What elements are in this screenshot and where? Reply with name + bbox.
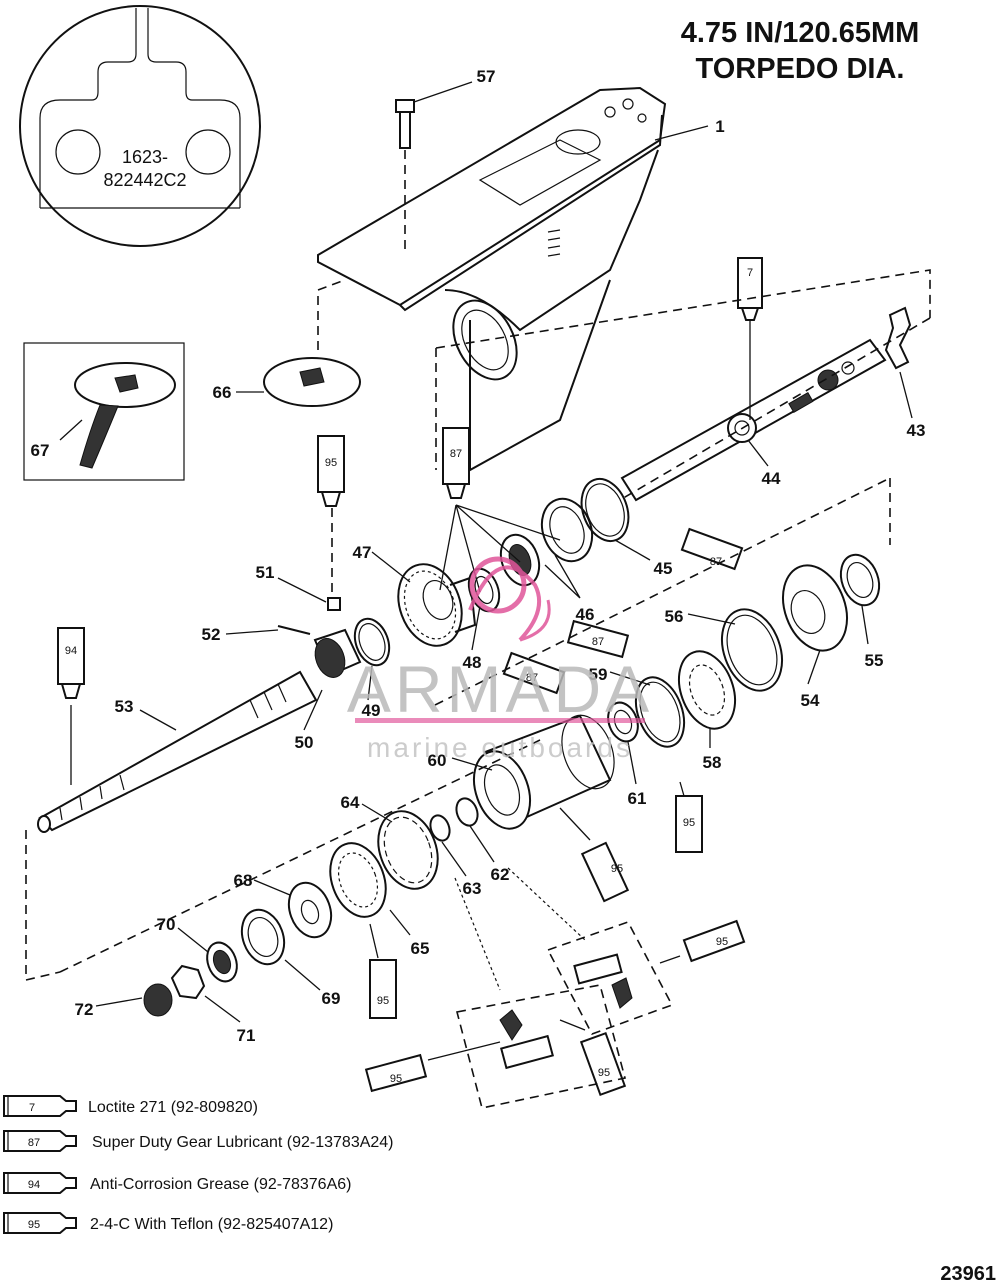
leader-lines <box>59 81 913 1023</box>
tube-label-95-bottom-mid: 95 <box>598 1067 610 1079</box>
callout-64: 65 <box>411 939 430 958</box>
tube-label-95-lower-right: 95 <box>716 936 728 948</box>
legend-text-94: Anti-Corrosion Grease (92-78376A6) <box>90 1176 351 1193</box>
tube-label-95-lower-left: 95 <box>377 995 389 1007</box>
part-61-to-72-stack <box>59 739 541 1017</box>
tube-7-top: 7 <box>737 257 763 420</box>
tube-87-mid: 87 <box>566 619 630 659</box>
detail-boxes <box>454 867 674 1109</box>
callout-61: 62 <box>491 865 510 884</box>
tube-95-bottom-left: 95 <box>364 1041 501 1093</box>
gear-housing <box>317 86 667 472</box>
watermark-brand: ARMADA <box>347 652 653 726</box>
part-65-anode <box>263 279 361 407</box>
reference-number: 23961 <box>940 1263 996 1284</box>
tube-label-7: 7 <box>747 267 753 279</box>
callout-58: 59 <box>589 665 608 684</box>
part-54-55-56 <box>434 477 891 706</box>
callout-62: 63 <box>463 879 482 898</box>
inset-detail-circle: 1623- 822442C2 <box>19 5 261 247</box>
callout-51: 51 <box>256 563 275 582</box>
callout-57: 58 <box>703 753 722 772</box>
callout-53: 53 <box>115 697 134 716</box>
callout-68: 68 <box>234 871 253 890</box>
title-line-2: TORPEDO DIA. <box>696 53 905 85</box>
callout-67: 57 <box>477 67 496 86</box>
legend-row-95: 95 2-4-C With Teflon (92-825407A12) <box>3 1212 333 1234</box>
callout-59: 60 <box>428 751 447 770</box>
legend: 7 Loctite 271 (92-809820) 87 Super Duty … <box>3 1095 394 1234</box>
callout-69: 69 <box>322 989 341 1008</box>
callout-56: 56 <box>665 607 684 626</box>
callout-70: 70 <box>157 915 176 934</box>
callout-45: 45 <box>654 559 673 578</box>
legend-row-94: 94 Anti-Corrosion Grease (92-78376A6) <box>3 1172 351 1194</box>
tube-label-95-left: 95 <box>325 457 337 469</box>
callout-47: 47 <box>353 543 372 562</box>
legend-code-7: 7 <box>29 1102 35 1114</box>
callout-72: 72 <box>75 1000 94 1019</box>
callout-60: 61 <box>628 789 647 808</box>
legend-code-94: 94 <box>28 1179 40 1191</box>
tube-label-95-bottom-left: 95 <box>390 1073 402 1085</box>
part-57-58-60 <box>607 650 737 748</box>
inset-box-part-66 <box>23 342 185 481</box>
tube-label-87-lower: 87 <box>526 672 538 684</box>
tube-95-mid: 95 <box>559 807 630 903</box>
tube-87-upper: 87 <box>439 427 561 593</box>
callout-1: 1 <box>715 117 724 136</box>
tube-87-right: 87 <box>680 527 744 571</box>
inset-part-number-1: 1623- <box>122 147 168 167</box>
tube-95-lower-left: 95 <box>369 923 397 1019</box>
legend-text-7: Loctite 271 (92-809820) <box>88 1099 258 1116</box>
tube-87-lower: 87 <box>502 651 566 695</box>
tube-95-lower-right: 95 <box>659 919 746 964</box>
part-47-forward-gear <box>397 563 477 647</box>
tube-label-95-mid: 95 <box>611 863 623 875</box>
tube-label-87-mid: 87 <box>592 636 604 648</box>
part-53-propeller-shaft <box>25 670 318 982</box>
legend-text-95: 2-4-C With Teflon (92-825407A12) <box>90 1216 333 1233</box>
callout-54: 54 <box>801 691 820 710</box>
callout-43: 43 <box>907 421 926 440</box>
legend-row-87: 87 Super Duty Gear Lubricant (92-13783A2… <box>3 1130 394 1152</box>
callout-labels: 57 1 43 44 45 46 47 48 49 50 51 52 53 54… <box>31 67 926 1045</box>
part-67-bolt <box>395 99 415 250</box>
part-49-50-51-52 <box>277 508 391 678</box>
inset-part-number-2: 822442C2 <box>103 170 186 190</box>
callout-48: 48 <box>463 653 482 672</box>
callout-49: 49 <box>362 701 381 720</box>
callout-65: 66 <box>213 383 232 402</box>
tube-label-95-right: 95 <box>683 817 695 829</box>
callout-50: 50 <box>295 733 314 752</box>
part-59-bearing-carrier <box>472 714 615 830</box>
tube-95-bottom-mid: 95 <box>559 1019 627 1097</box>
callout-46: 46 <box>576 605 595 624</box>
tube-label-87-right: 87 <box>710 556 722 568</box>
watermark-tagline: marine outboards <box>367 732 633 763</box>
watermark: ARMADA marine outboards <box>347 556 653 763</box>
legend-row-7: 7 Loctite 271 (92-809820) <box>3 1095 258 1117</box>
callout-44: 44 <box>762 469 781 488</box>
callout-63: 64 <box>341 793 360 812</box>
callout-66: 67 <box>31 441 50 460</box>
legend-code-95: 95 <box>28 1219 40 1231</box>
legend-code-87: 87 <box>28 1137 40 1149</box>
part-44-shift-shaft <box>435 269 931 502</box>
callout-52: 52 <box>202 625 221 644</box>
callout-55: 55 <box>865 651 884 670</box>
tube-label-94: 94 <box>65 645 77 657</box>
tube-label-87-upper: 87 <box>450 448 462 460</box>
legend-text-87: Super Duty Gear Lubricant (92-13783A24) <box>92 1134 394 1151</box>
tube-95-left: 95 <box>317 435 345 507</box>
callout-71: 71 <box>237 1026 256 1045</box>
title-line-1: 4.75 IN/120.65MM <box>681 17 920 49</box>
tube-95-right: 95 <box>675 781 703 853</box>
tube-94-left: 94 <box>57 627 85 785</box>
